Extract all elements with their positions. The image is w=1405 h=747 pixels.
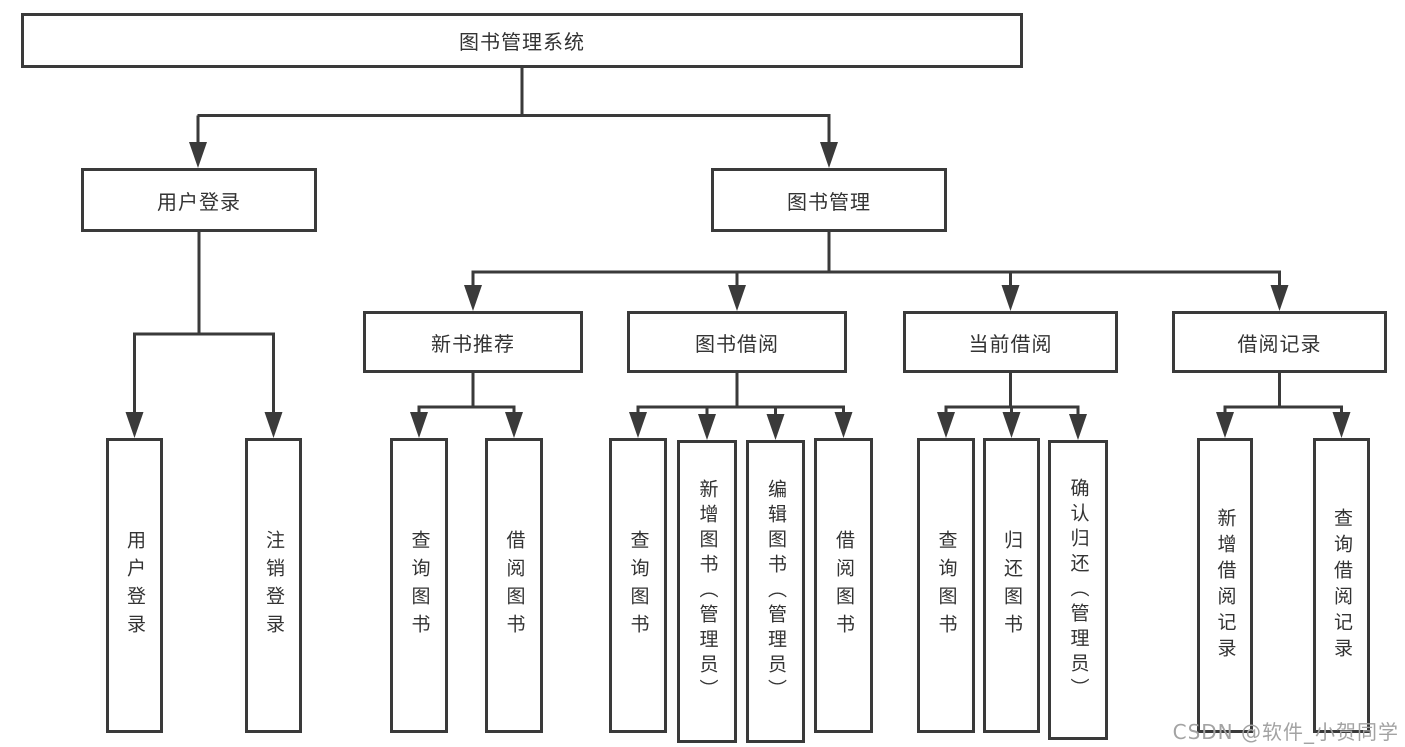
node-current-borrowing: 当前借阅 <box>903 311 1118 373</box>
leaf-current-confirm-return-admin: 确认归还（管理员） <box>1048 440 1108 740</box>
leaf-current-return-books: 归还图书 <box>983 438 1040 733</box>
leaf-user-login: 用户登录 <box>106 438 163 733</box>
leaf-records-add-record: 新增借阅记录 <box>1197 438 1253 733</box>
leaf-borrowing-query-books: 查询图书 <box>609 438 667 733</box>
node-book-borrowing: 图书借阅 <box>627 311 847 373</box>
node-book-management: 图书管理 <box>711 168 947 232</box>
node-user-login: 用户登录 <box>81 168 317 232</box>
node-borrow-records: 借阅记录 <box>1172 311 1387 373</box>
csdn-watermark: CSDN @软件_小贺同学 <box>1172 720 1399 744</box>
node-root: 图书管理系统 <box>21 13 1023 68</box>
leaf-borrowing-add-books-admin: 新增图书（管理员） <box>677 440 737 743</box>
leaf-logout: 注销登录 <box>245 438 302 733</box>
leaf-borrowing-borrow-books: 借阅图书 <box>814 438 873 733</box>
leaf-newbooks-query-books: 查询图书 <box>390 438 448 733</box>
leaf-records-query-record: 查询借阅记录 <box>1313 438 1370 733</box>
leaf-current-query-books: 查询图书 <box>917 438 975 733</box>
leaf-newbooks-borrow-books: 借阅图书 <box>485 438 543 733</box>
node-new-book-recommend: 新书推荐 <box>363 311 583 373</box>
leaf-borrowing-edit-books-admin: 编辑图书（管理员） <box>746 440 805 743</box>
